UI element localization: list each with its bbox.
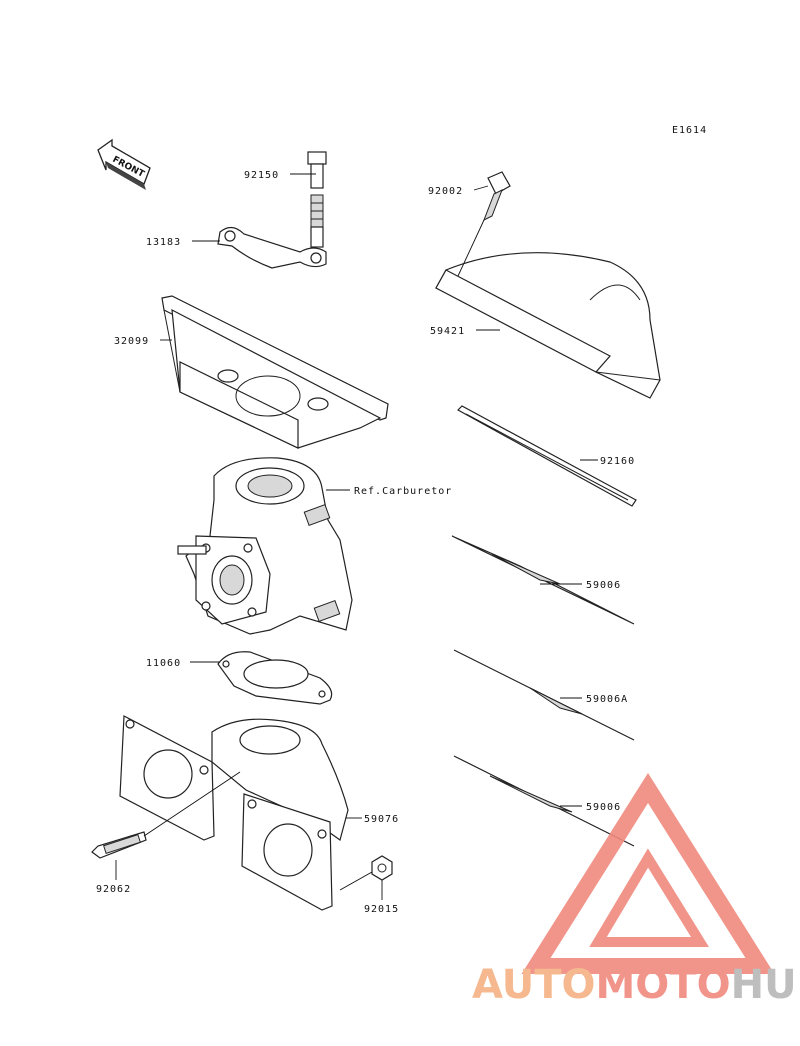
spring-upper: [303, 504, 331, 526]
manifold-59076: [119, 715, 349, 911]
callout-59006-lower: 59006: [586, 802, 621, 813]
callout-92160: 92160: [600, 456, 635, 467]
callout-11060: 11060: [146, 658, 181, 669]
bolt-92150: [307, 151, 327, 248]
bracket-13183: [217, 226, 327, 269]
reed-59006-lower: [453, 755, 635, 847]
cover-59421: [435, 252, 661, 399]
callout-92015: 92015: [364, 904, 399, 915]
callout-59006a: 59006A: [586, 694, 628, 705]
callout-32099: 32099: [114, 336, 149, 347]
gasket-92160: [457, 405, 637, 507]
spring-lower: [313, 600, 341, 622]
callout-13183: 13183: [146, 237, 181, 248]
carburetor: [177, 457, 353, 635]
watermark-auto: AUTO: [472, 962, 596, 1008]
callout-59421: 59421: [430, 326, 465, 337]
watermark-triangle: [521, 772, 775, 974]
reed-59006-upper: [451, 535, 635, 625]
callout-59076: 59076: [364, 814, 399, 825]
case-32099: [161, 295, 389, 449]
callout-59006-upper: 59006: [586, 580, 621, 591]
watermark-triangle-inner: [589, 848, 709, 947]
stud-92062: [91, 831, 147, 859]
bolt-92002: [483, 171, 511, 222]
watermark-logo: AUTOMOTOHUB: [472, 772, 800, 1008]
callout-92002: 92002: [428, 186, 463, 197]
watermark-text: AUTOMOTOHUB: [472, 962, 800, 1008]
callout-labels: 92150 13183 32099 92002 59421 92160 Ref.…: [96, 170, 635, 915]
callout-92062: 92062: [96, 884, 131, 895]
figure-code: E1614: [672, 125, 707, 136]
reed-59006a: [453, 649, 635, 741]
front-arrow-icon: FRONT: [97, 138, 151, 190]
callout-92150: 92150: [244, 170, 279, 181]
leader-lines: [115, 173, 598, 900]
nut-92015: [371, 855, 393, 881]
watermark-moto: MOTO: [596, 962, 731, 1008]
callout-ref-carburetor: Ref.Carburetor: [354, 486, 452, 497]
gasket-11060: [217, 651, 333, 705]
watermark-hub: HUB: [731, 962, 800, 1008]
